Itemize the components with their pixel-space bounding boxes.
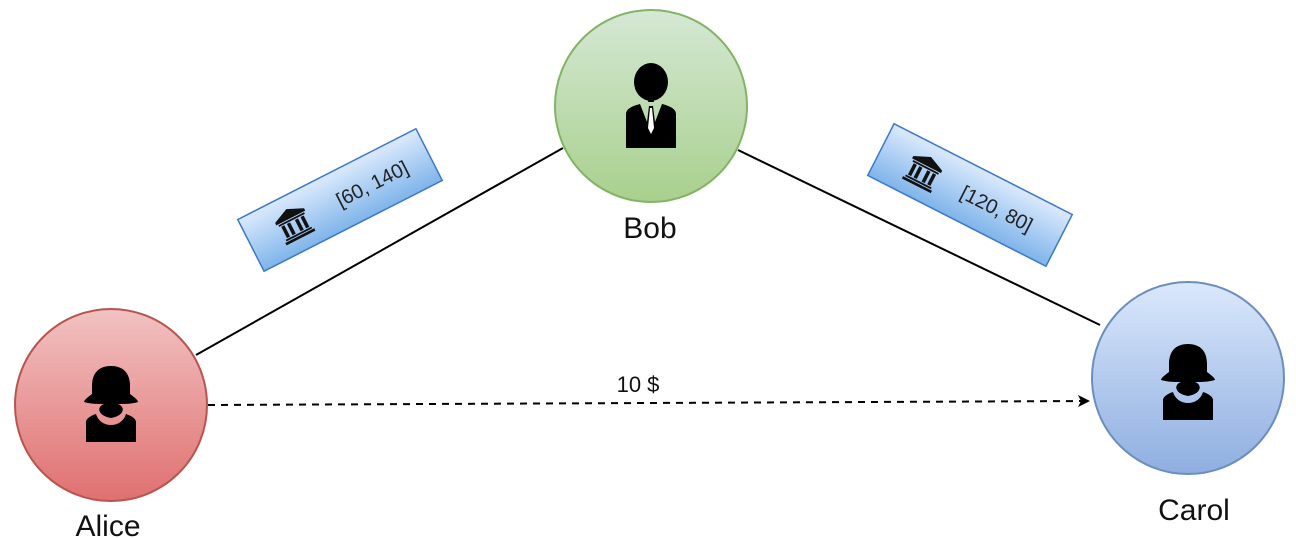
node-label-alice: Alice — [75, 510, 140, 538]
channel-tag-bob-carol: [120, 80] — [866, 122, 1074, 268]
node-label-bob: Bob — [623, 212, 676, 245]
channel-tag-alice-bob: [60, 140] — [236, 127, 444, 273]
channel-edge-bob-carol — [737, 149, 1101, 326]
payment-amount-label: 10 $ — [617, 372, 660, 397]
node-alice: Alice — [14, 308, 208, 538]
node-carol: Carol — [1091, 281, 1285, 527]
node-label-carol: Carol — [1158, 494, 1230, 527]
payment-arrow — [207, 395, 1090, 408]
node-bob: Bob — [554, 9, 748, 245]
channel-edge-alice-bob — [195, 147, 564, 356]
